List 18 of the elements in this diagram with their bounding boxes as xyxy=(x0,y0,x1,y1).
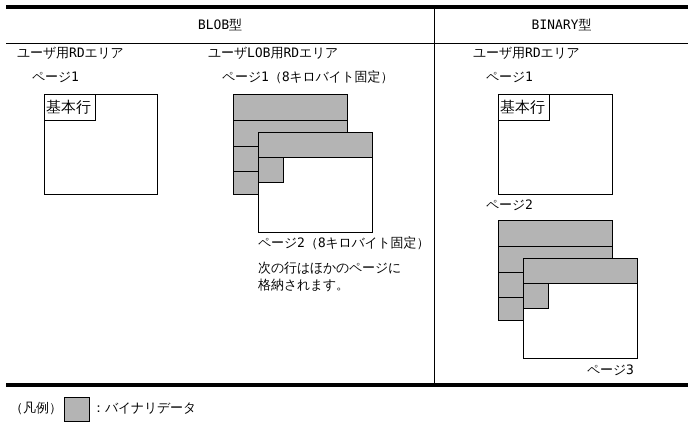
page-title: ページ2 xyxy=(486,198,533,214)
page-title: ページ2（8キロバイト固定） xyxy=(258,236,430,252)
area-label: ユーザ用RDエリア xyxy=(17,46,124,62)
column-header: BINARY型 xyxy=(435,9,688,44)
table-column xyxy=(6,5,435,387)
legend-label: ：バイナリデータ xyxy=(92,401,196,417)
table-column xyxy=(435,5,688,387)
page-title: ページ1 xyxy=(486,70,533,86)
area-label: ユーザLOB用RDエリア xyxy=(208,46,338,62)
area-label: ユーザ用RDエリア xyxy=(473,46,580,62)
page-title: ページ1（8キロバイト固定） xyxy=(222,70,394,86)
page-title: ページ1 xyxy=(32,70,79,86)
column-header: BLOB型 xyxy=(6,9,434,44)
page-title: ページ3 xyxy=(587,363,634,379)
row-box: 基本行 xyxy=(45,95,96,121)
note-text: 次の行はほかのページに格納されます。 xyxy=(258,260,402,294)
legend-title: （凡例） xyxy=(10,401,62,417)
row-box: 基本行 xyxy=(499,95,550,121)
